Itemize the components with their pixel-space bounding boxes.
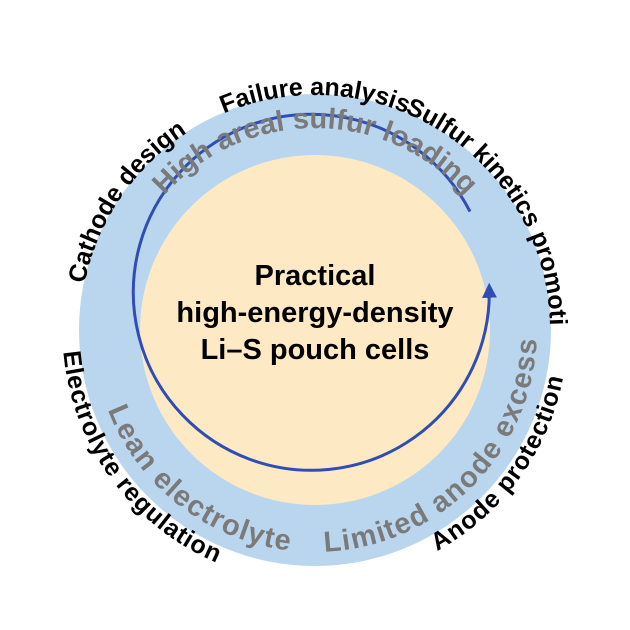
cycle-arrow <box>131 112 497 472</box>
center-title-line-3: Li–S pouch cells <box>201 334 430 366</box>
center-title-line-1: Practical <box>255 260 376 292</box>
center-title-line-2: high-energy-density <box>176 297 453 329</box>
center-core <box>140 155 490 505</box>
